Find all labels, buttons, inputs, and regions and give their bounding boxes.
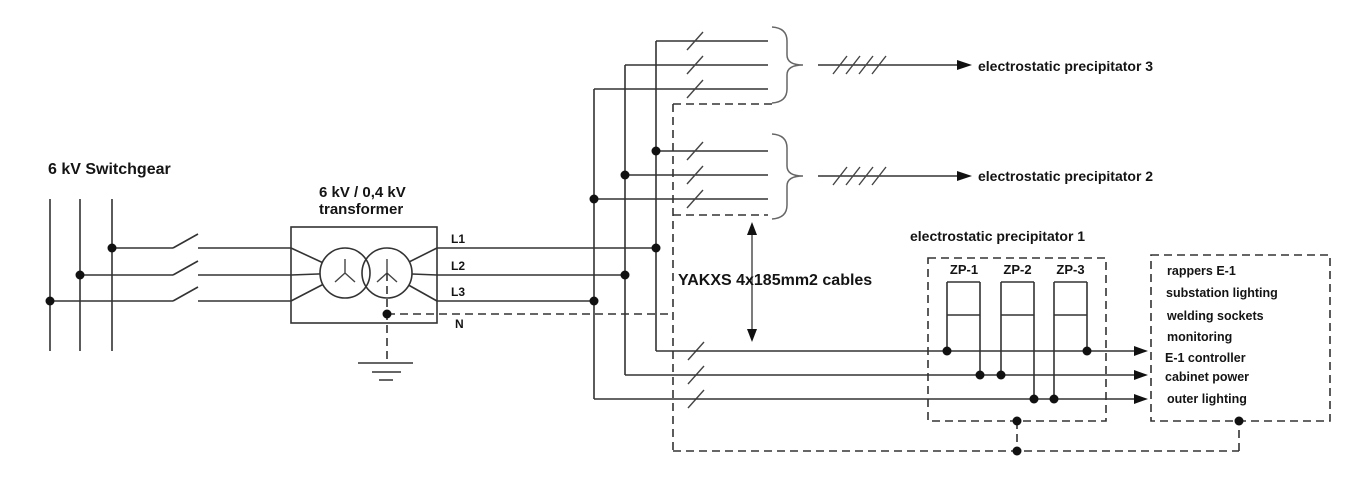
transformer-label: 6 kV / 0,4 kV transformer	[319, 184, 406, 219]
brace-precipitator3-icon	[771, 26, 804, 104]
transformer-ratio-label: 6 kV / 0,4 kV	[319, 184, 406, 201]
precipitator2-output-line	[818, 166, 972, 186]
load-rappers-label: rappers E-1	[1167, 264, 1236, 278]
transformer-word-label: transformer	[319, 201, 404, 219]
disconnector-switch-icon	[172, 233, 199, 302]
load-e1-controller-label: E-1 controller	[1165, 351, 1246, 365]
hv-feeder-lines	[50, 247, 291, 302]
zp2-label: ZP-2	[1003, 262, 1032, 277]
phase-n-label: N	[455, 317, 464, 331]
neutral-dashed-route	[387, 104, 1240, 452]
zp-panel-symbols	[946, 281, 1088, 399]
junction-dots	[45, 146, 1244, 456]
load-monitoring-label: monitoring	[1167, 330, 1233, 344]
ground-icon	[358, 362, 413, 381]
load-cabinet-power-label: cabinet power	[1165, 370, 1250, 384]
load-welding-sockets-label: welding sockets	[1167, 309, 1264, 323]
zp3-label: ZP-3	[1056, 262, 1085, 277]
cables-label: YAKXS 4x185mm2 cables	[678, 272, 873, 289]
precipitator2-label: electrostatic precipitator 2	[978, 168, 1154, 184]
load-outer-lighting-label: outer lighting	[1167, 392, 1247, 406]
precipitator3-label: electrostatic precipitator 3	[978, 58, 1154, 74]
load-substation-lighting-label: substation lighting	[1166, 286, 1278, 300]
precipitator1-feeder-lines	[594, 346, 1148, 404]
brace-precipitator2-icon	[771, 133, 804, 220]
phase-l3-label: L3	[451, 285, 466, 299]
transformer-symbol	[290, 226, 438, 362]
precipitator2-dashed-box	[673, 103, 772, 216]
switchgear-label: 6 kV Switchgear	[48, 161, 171, 178]
precipitator1-label: electrostatic precipitator 1	[910, 228, 1086, 244]
precipitator3-output-line	[818, 55, 972, 75]
phase-l1-label: L1	[451, 232, 466, 246]
precipitator2-branch-lines	[594, 150, 768, 200]
phase-risers	[593, 41, 657, 399]
zp1-label: ZP-1	[949, 262, 979, 277]
cables-span-arrow	[747, 222, 757, 342]
wye-winding-icon	[334, 259, 398, 283]
precipitator3-branch-lines	[594, 40, 768, 90]
phase-l2-label: L2	[451, 259, 466, 273]
